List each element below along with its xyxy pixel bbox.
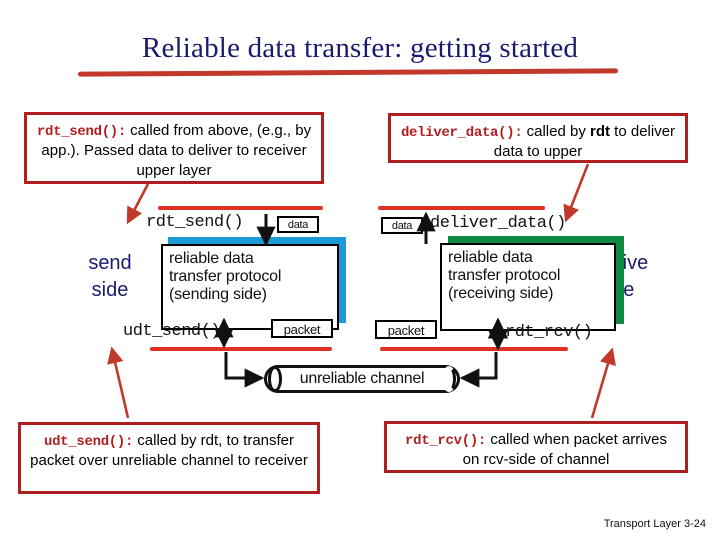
slide-footer: Transport Layer 3-24 [603,518,706,530]
arrow-channel-to-receiver [459,352,498,388]
receiver-protocol-box: reliable data transfer protocol (receivi… [440,243,616,331]
title-underline-rule [77,68,619,77]
callout-udt-send-text: called by rdt, to transfer packet over u… [30,432,308,470]
leader-udt-send [107,346,130,419]
callout-rdt-send: rdt_send(): called from above, (e.g., by… [24,112,324,184]
unreliable-channel-right-cap [442,366,456,392]
send-side-label: send side [62,250,158,304]
red-bar-bottom-left [150,347,332,351]
unreliable-channel-label: unreliable channel [299,370,425,387]
unreliable-channel-left-cap [268,366,282,392]
unreliable-channel-cylinder [264,365,460,393]
chip-packet-receiver: packet [375,320,437,339]
sender-box-line1: reliable data [169,250,254,267]
chip-packet-sender: packet [271,319,333,338]
chip-data-receiver: data [381,217,423,234]
label-rdt-send: rdt_send() [146,213,244,232]
callout-udt-send: udt_send(): called by rdt, to transfer p… [18,422,320,494]
red-bar-bottom-right [380,347,568,351]
callout-deliver-data-text-before: called by [522,123,591,140]
leader-rdt-send [126,183,150,225]
arrow-sender-to-channel [224,352,265,388]
red-bar-top-left [158,206,323,210]
receiver-box-line3: (receiving side) [448,285,554,303]
label-rdt-rcv: rdt_rcv() [505,323,593,342]
callout-rdt-send-text: called from above, (e.g., by app.). Pass… [41,122,312,180]
receiver-box-line2: transfer protocol [448,267,561,285]
sender-box-line2: transfer protocol [169,268,282,286]
leader-deliver-data [563,163,590,223]
receiver-box-line1: reliable data [448,249,533,266]
sender-protocol-box: reliable data transfer protocol (sending… [161,244,339,330]
callout-udt-send-api: udt_send(): [43,434,134,450]
send-side-line1: send [88,252,132,274]
callout-deliver-data-text-after: to deliver data to upper [493,123,676,161]
callout-deliver-data: deliver_data(): called by rdt to deliver… [388,113,688,163]
label-udt-send: udt_send() [123,322,221,341]
callout-rdt-rcv-text: called when packet arrives on rcv-side o… [462,431,667,469]
callout-rdt-rcv-api: rdt_rcv(): [405,433,487,449]
callout-deliver-data-api: deliver_data(): [400,125,523,141]
chip-data-sender: data [277,216,319,233]
sender-box-line3: (sending side) [169,286,267,304]
page-title: Reliable data transfer: getting started [141,32,579,64]
callout-rdt-send-api: rdt_send(): [36,124,127,140]
leader-rdt-rcv [590,347,616,419]
label-deliver-data: deliver_data() [430,214,566,233]
send-side-line2: side [91,279,129,301]
callout-deliver-data-bold: rdt [590,123,611,140]
red-bar-top-right [378,206,545,210]
callout-rdt-rcv: rdt_rcv(): called when packet arrives on… [384,421,688,473]
